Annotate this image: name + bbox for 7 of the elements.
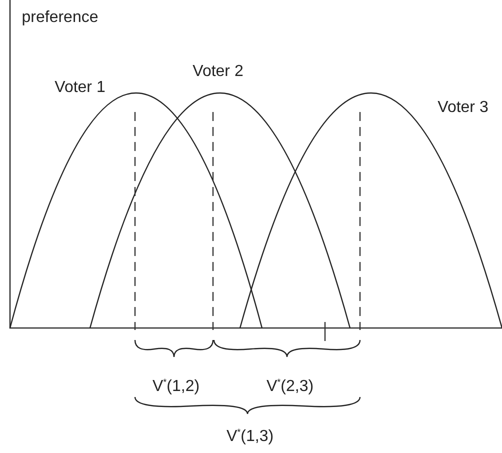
interval-label: V$^{*}$(2,3) (266, 378, 314, 396)
curve-label: Voter 1 (54, 79, 106, 97)
interval-label: V$^{*}$(1,2) (152, 378, 200, 396)
axis-label: preference (22, 9, 98, 27)
interval-label: V$^{*}$(1,3) (226, 428, 274, 446)
curve-label: Voter 3 (438, 99, 488, 117)
curve-label: Voter 2 (192, 63, 244, 81)
